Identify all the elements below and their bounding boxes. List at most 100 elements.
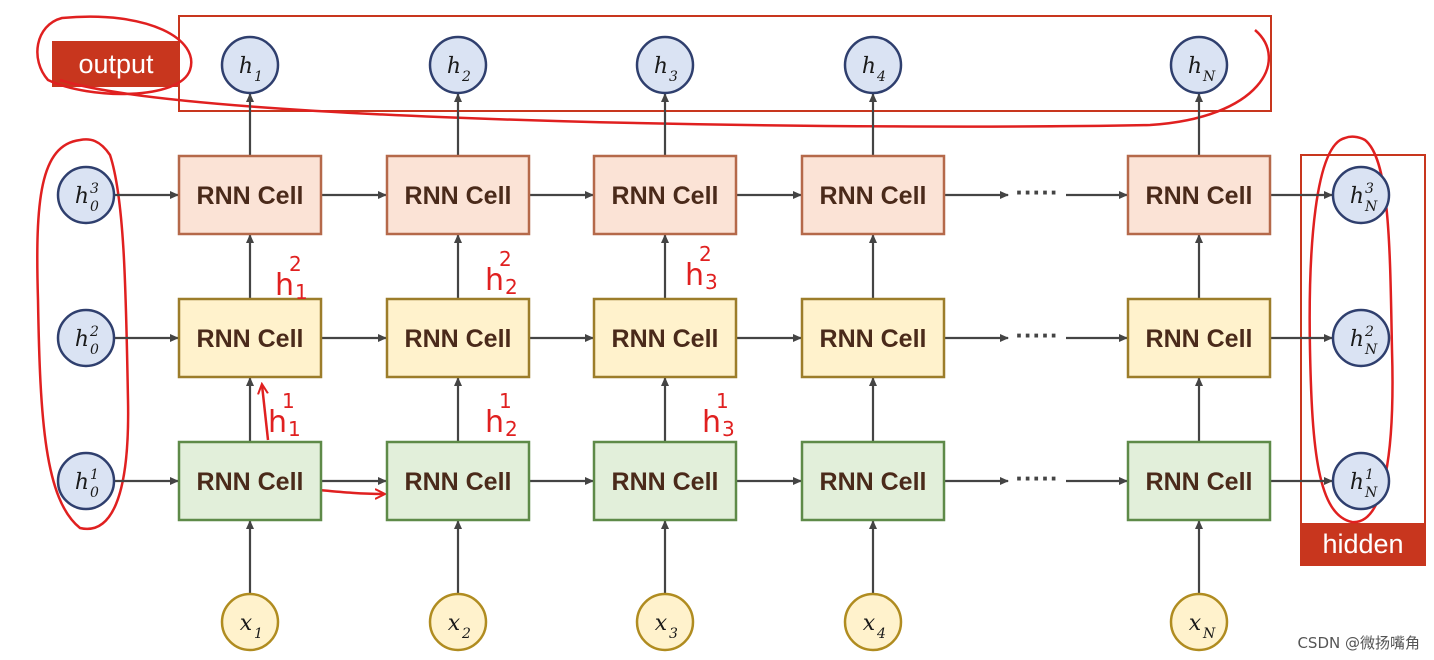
rnn-cell-l1-c3: RNN Cell xyxy=(592,440,738,522)
ellipsis-dots-l2: ····· xyxy=(1015,320,1058,350)
svg-text:N: N xyxy=(1202,69,1216,85)
svg-text:1: 1 xyxy=(254,69,263,85)
rnn-cell-label: RNN Cell xyxy=(612,182,719,210)
svg-text:1: 1 xyxy=(90,467,99,483)
svg-text:x: x xyxy=(655,611,668,636)
rnn-cell-l1-c1: RNN Cell xyxy=(177,440,323,522)
rnn-cell-label: RNN Cell xyxy=(197,182,304,210)
rnn-cell-label: RNN Cell xyxy=(405,182,512,210)
svg-text:3: 3 xyxy=(1365,181,1374,197)
rnn-cell-label: RNN Cell xyxy=(405,325,512,353)
svg-text:x: x xyxy=(448,611,461,636)
output-label: output xyxy=(52,41,180,87)
svg-text:h: h xyxy=(654,54,668,79)
svg-text:h: h xyxy=(268,405,287,440)
rnn-cell-label: RNN Cell xyxy=(820,325,927,353)
svg-text:x: x xyxy=(1189,611,1202,636)
watermark: CSDN @微扬嘴角 xyxy=(1297,634,1420,652)
svg-text:4: 4 xyxy=(876,69,886,85)
rnn-cell-label: RNN Cell xyxy=(197,468,304,496)
rnn-cell-label: RNN Cell xyxy=(612,468,719,496)
rnn-cell-label: RNN Cell xyxy=(405,468,512,496)
rnn-cell-l2-c1: RNN Cell xyxy=(177,297,323,379)
hidden-label: hidden xyxy=(1301,523,1425,566)
rnn-cell-l3-c1: RNN Cell xyxy=(177,154,323,236)
final-states-hand-loop xyxy=(1308,135,1394,524)
dots-layer: ····· ····· ····· xyxy=(1015,177,1058,493)
svg-text:h: h xyxy=(75,327,89,352)
svg-text:3: 3 xyxy=(90,181,99,197)
svg-text:N: N xyxy=(1364,485,1378,501)
svg-text:3: 3 xyxy=(669,626,678,642)
initial-states-hand-loop xyxy=(36,138,130,531)
svg-text:2: 2 xyxy=(461,69,471,85)
handwritten-h-3-1: h13 xyxy=(702,389,735,441)
svg-text:2: 2 xyxy=(505,275,518,299)
svg-text:h: h xyxy=(485,263,504,298)
output-label-text: output xyxy=(78,49,154,79)
svg-text:0: 0 xyxy=(90,485,99,501)
svg-text:h: h xyxy=(75,470,89,495)
ellipsis-dots-l1: ····· xyxy=(1015,463,1058,493)
rnn-cell-label: RNN Cell xyxy=(197,325,304,353)
handwritten-h-1-2: h2 1 xyxy=(275,252,308,304)
rnn-cell-l3-c4: RNN Cell xyxy=(800,154,946,236)
rnn-cell-l1-c5: RNN Cell xyxy=(1126,440,1272,522)
svg-text:3: 3 xyxy=(705,270,718,294)
svg-text:h: h xyxy=(447,54,461,79)
handwritten-h-3-2: h2 3 xyxy=(685,242,718,294)
svg-text:x: x xyxy=(240,611,253,636)
svg-text:2: 2 xyxy=(289,252,302,276)
handwritten-h-2-2: h22 xyxy=(485,247,518,299)
svg-text:N: N xyxy=(1202,626,1216,642)
svg-text:h: h xyxy=(1188,54,1202,79)
svg-text:1: 1 xyxy=(295,280,308,304)
rnn-cell-l1-c2: RNN Cell xyxy=(385,440,531,522)
rnn-cell-l3-c3: RNN Cell xyxy=(592,154,738,236)
hand-arrow-h1-1 xyxy=(262,385,270,441)
svg-text:0: 0 xyxy=(90,342,99,358)
hand-arrow-layer1 xyxy=(317,490,384,494)
arrow-layer xyxy=(114,93,1333,594)
rnn-cell-l2-c5: RNN Cell xyxy=(1126,297,1272,379)
svg-text:2: 2 xyxy=(699,242,712,266)
svg-text:h: h xyxy=(685,258,704,293)
ellipsis-dots-l3: ····· xyxy=(1015,177,1058,207)
handwritten-h-1-1: h1 1 xyxy=(268,389,301,441)
svg-text:2: 2 xyxy=(89,324,99,340)
svg-text:4: 4 xyxy=(876,626,886,642)
rnn-cell-label: RNN Cell xyxy=(820,182,927,210)
svg-text:h: h xyxy=(75,184,89,209)
rnn-cell-label: RNN Cell xyxy=(1146,325,1253,353)
svg-text:N: N xyxy=(1364,199,1378,215)
svg-text:1: 1 xyxy=(282,389,295,413)
svg-text:1: 1 xyxy=(716,389,729,413)
rnn-cell-label: RNN Cell xyxy=(612,325,719,353)
rnn-cell-l2-c2: RNN Cell xyxy=(385,297,531,379)
svg-text:1: 1 xyxy=(288,417,301,441)
rnn-cell-l1-c4: RNN Cell xyxy=(800,440,946,522)
svg-text:h: h xyxy=(1350,184,1364,209)
rnn-cell-l3-c2: RNN Cell xyxy=(385,154,531,236)
svg-text:h: h xyxy=(275,268,294,303)
svg-text:2: 2 xyxy=(505,417,518,441)
svg-text:3: 3 xyxy=(669,69,678,85)
svg-text:h: h xyxy=(702,405,721,440)
